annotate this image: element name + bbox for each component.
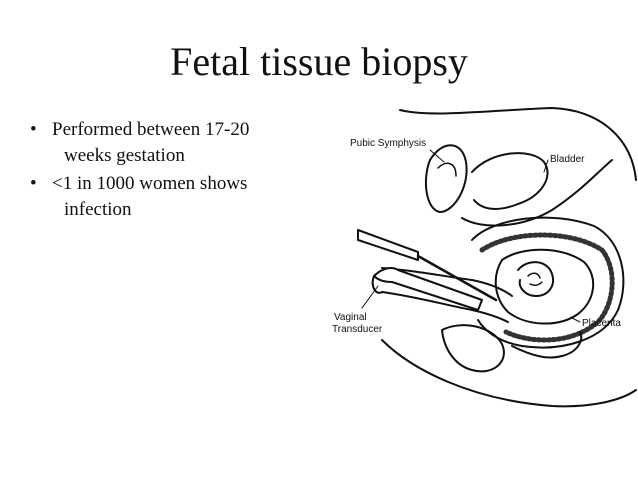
vaginal-canal [381,267,513,297]
fetus-shape [517,261,554,297]
vaginal-label: Vaginal [334,312,367,323]
lower-body-outline [381,339,637,408]
bowel-shape [441,324,505,373]
bullet-marker: • [30,173,37,194]
vaginal-transducer [373,267,483,311]
bladder-shape [471,152,549,210]
bullet-item: • Performed between 17-20 weeks gestatio… [30,117,330,169]
placenta-leader [571,317,581,323]
biopsy-diagram: Pubic Symphysis Bladder Vaginal Transduc… [322,100,638,409]
uterus-outline [471,216,625,349]
bullet-text-line: Performed between 17-20 [52,119,250,140]
bullet-text-line: infection [64,199,132,220]
biopsy-needle [357,229,419,261]
bullet-item: • <1 in 1000 women shows infection [30,171,330,223]
placenta-label: Placenta [582,318,621,329]
transducer-leader [361,285,379,309]
bullet-text-line: <1 in 1000 women shows [52,173,248,194]
bullet-marker: • [30,119,37,140]
transducer-label: Transducer [332,324,383,335]
bullet-list: • Performed between 17-20 weeks gestatio… [30,117,330,223]
biopsy-illustration: Pubic Symphysis Bladder Vaginal Transduc… [332,107,637,408]
amniotic-cavity [494,248,595,325]
placenta-band [479,232,615,343]
pubic-symphysis-leader [429,149,445,163]
abdomen-outline [399,107,637,181]
bullet-text-line: weeks gestation [64,145,185,166]
pubic-symphysis-shape [424,144,468,213]
pubic-symphysis-label: Pubic Symphysis [350,138,426,149]
slide-title: Fetal tissue biopsy [170,39,468,84]
bladder-leader [543,159,549,173]
bladder-label: Bladder [550,154,585,165]
